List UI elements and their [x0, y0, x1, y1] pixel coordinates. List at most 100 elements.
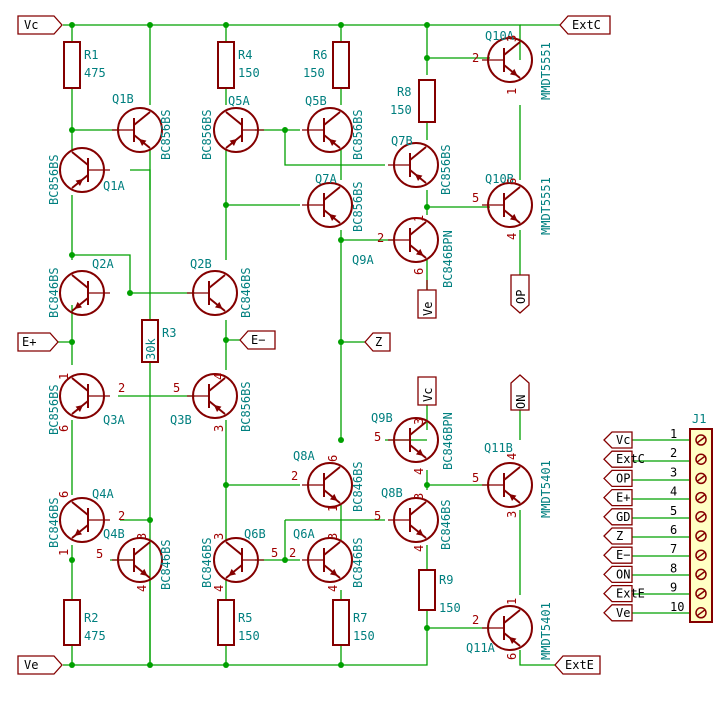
connector-net-label: ExtE [616, 587, 645, 601]
svg-text:Ve: Ve [24, 658, 38, 672]
pin-num: 2 [472, 51, 479, 65]
net-label-e-minus: E− [239, 330, 276, 350]
ref-label: R8 [397, 85, 411, 99]
q8a-value: BC846BS [351, 461, 365, 512]
transistor-collector-lead [503, 609, 521, 624]
transistor-q8b-symbol [388, 497, 439, 543]
pin-num: 4 [326, 585, 340, 592]
q11b-ref: Q11B [484, 441, 513, 455]
transistor-collector-lead [323, 466, 341, 481]
pin-num: 4 [505, 453, 519, 460]
transistor-q6a-symbol [302, 537, 353, 583]
transistor-collector-lead [71, 274, 89, 289]
pin-num: 2 [118, 381, 125, 395]
pin-num: 5 [173, 381, 180, 395]
connector-pin-number: 3 [670, 465, 677, 479]
ref-label: R6 [313, 48, 327, 62]
transistor-q9b-symbol [388, 417, 439, 463]
svg-text:E−: E− [251, 333, 265, 347]
transistors [59, 37, 533, 651]
pin-num: 1 [505, 88, 519, 95]
transistor-q1b-symbol [112, 107, 163, 153]
transistor-emitter-arrow [328, 138, 337, 147]
pin-num: 5 [374, 509, 381, 523]
connector-net-label-shape [603, 488, 633, 507]
q4a-ref: Q4A [92, 487, 114, 501]
transistor-collector-lead [71, 501, 89, 516]
transistor-collector-lead [503, 466, 521, 481]
value-label: 475 [84, 629, 106, 643]
pin-num: 3 [212, 533, 226, 540]
pin-num: 4 [212, 585, 226, 592]
q10b-ref: Q10B [485, 172, 514, 186]
pin-num: 2 [291, 469, 298, 483]
q3b-value: BC856BS [239, 381, 253, 432]
transistor-q2b-symbol [187, 270, 238, 316]
q10a-ref: Q10A [485, 29, 515, 43]
resistor-r2: R2 475 [63, 599, 106, 646]
transistor-emitter-arrow [415, 528, 424, 537]
q10a-value: MMDT5551 [539, 42, 553, 100]
q7a-value: BC856BS [351, 181, 365, 232]
screw-slot [696, 494, 706, 502]
transistor-emitter-arrow [214, 301, 223, 310]
connector-net-label-shape [603, 450, 633, 468]
connector-net-label-shape [603, 565, 633, 584]
transistor-emitter-arrow [213, 404, 222, 413]
transistor-emitter-arrow [329, 568, 338, 577]
q7a-ref: Q7A [315, 172, 337, 186]
transistor-collector-lead [323, 541, 341, 556]
connector-pin-number: 6 [670, 523, 677, 537]
net-label-vc-q9b: Vc [417, 376, 437, 406]
pin-num: 3 [505, 35, 519, 42]
connector-pin-number: 5 [670, 504, 677, 518]
q2b-value: BC846BS [239, 267, 253, 318]
transistor-collector-lead [225, 111, 243, 126]
net-label-on: ON [510, 374, 530, 411]
net-label-vc: Vc [17, 15, 63, 35]
connector-net-label: ExtC [616, 452, 645, 466]
pin-num: 1 [412, 215, 426, 222]
q7b-ref: Q7B [391, 134, 413, 148]
resistor-r5: R5 150 [217, 599, 260, 646]
connector-pin-number: 8 [670, 561, 677, 575]
q5a-value: BC856BS [200, 109, 214, 160]
connector-pin-number: 7 [670, 542, 677, 556]
q9a-ref: Q9A [352, 253, 374, 267]
screw-slot [696, 455, 706, 463]
svg-text:ON: ON [514, 395, 528, 409]
connector-net-label-shape [603, 527, 633, 545]
svg-text:Vc: Vc [24, 18, 38, 32]
resistor-r4: R4 150 [217, 41, 260, 89]
transistor-emitter-arrow [414, 173, 423, 182]
q1b-value: BC856BS [159, 109, 173, 160]
q3b-ref: Q3B [170, 413, 192, 427]
transistor-q3b-symbol [187, 373, 238, 419]
q7b-value: BC856BS [439, 144, 453, 195]
screw-slot [696, 474, 706, 482]
transistor-q2a-symbol [59, 270, 110, 316]
transistor-q6b-symbol [213, 537, 264, 583]
transistor-emitter-arrow [75, 404, 84, 413]
net-label-exte: ExtE [554, 655, 601, 675]
screw-terminal-icon [695, 511, 707, 523]
q4a-value: BC846BS [47, 497, 61, 548]
q1a-value: BC856BS [47, 154, 61, 205]
svg-text:ExtC: ExtC [572, 18, 601, 32]
q8b-value: BC846BS [439, 499, 453, 550]
connector-net-label-shape [603, 584, 633, 603]
q9b-ref: Q9B [371, 411, 393, 425]
pin-num: 2 [289, 546, 296, 560]
connector-pin-7: E−7 [603, 542, 707, 564]
transistor-q10b-symbol [482, 182, 533, 228]
pin-num: 6 [57, 425, 71, 432]
q2a-value: BC846BS [47, 267, 61, 318]
screw-terminal-icon [695, 568, 707, 581]
ref-label: R9 [439, 573, 453, 587]
transistor-emitter-arrow [509, 68, 518, 77]
transistor-emitter-arrow [328, 213, 337, 222]
